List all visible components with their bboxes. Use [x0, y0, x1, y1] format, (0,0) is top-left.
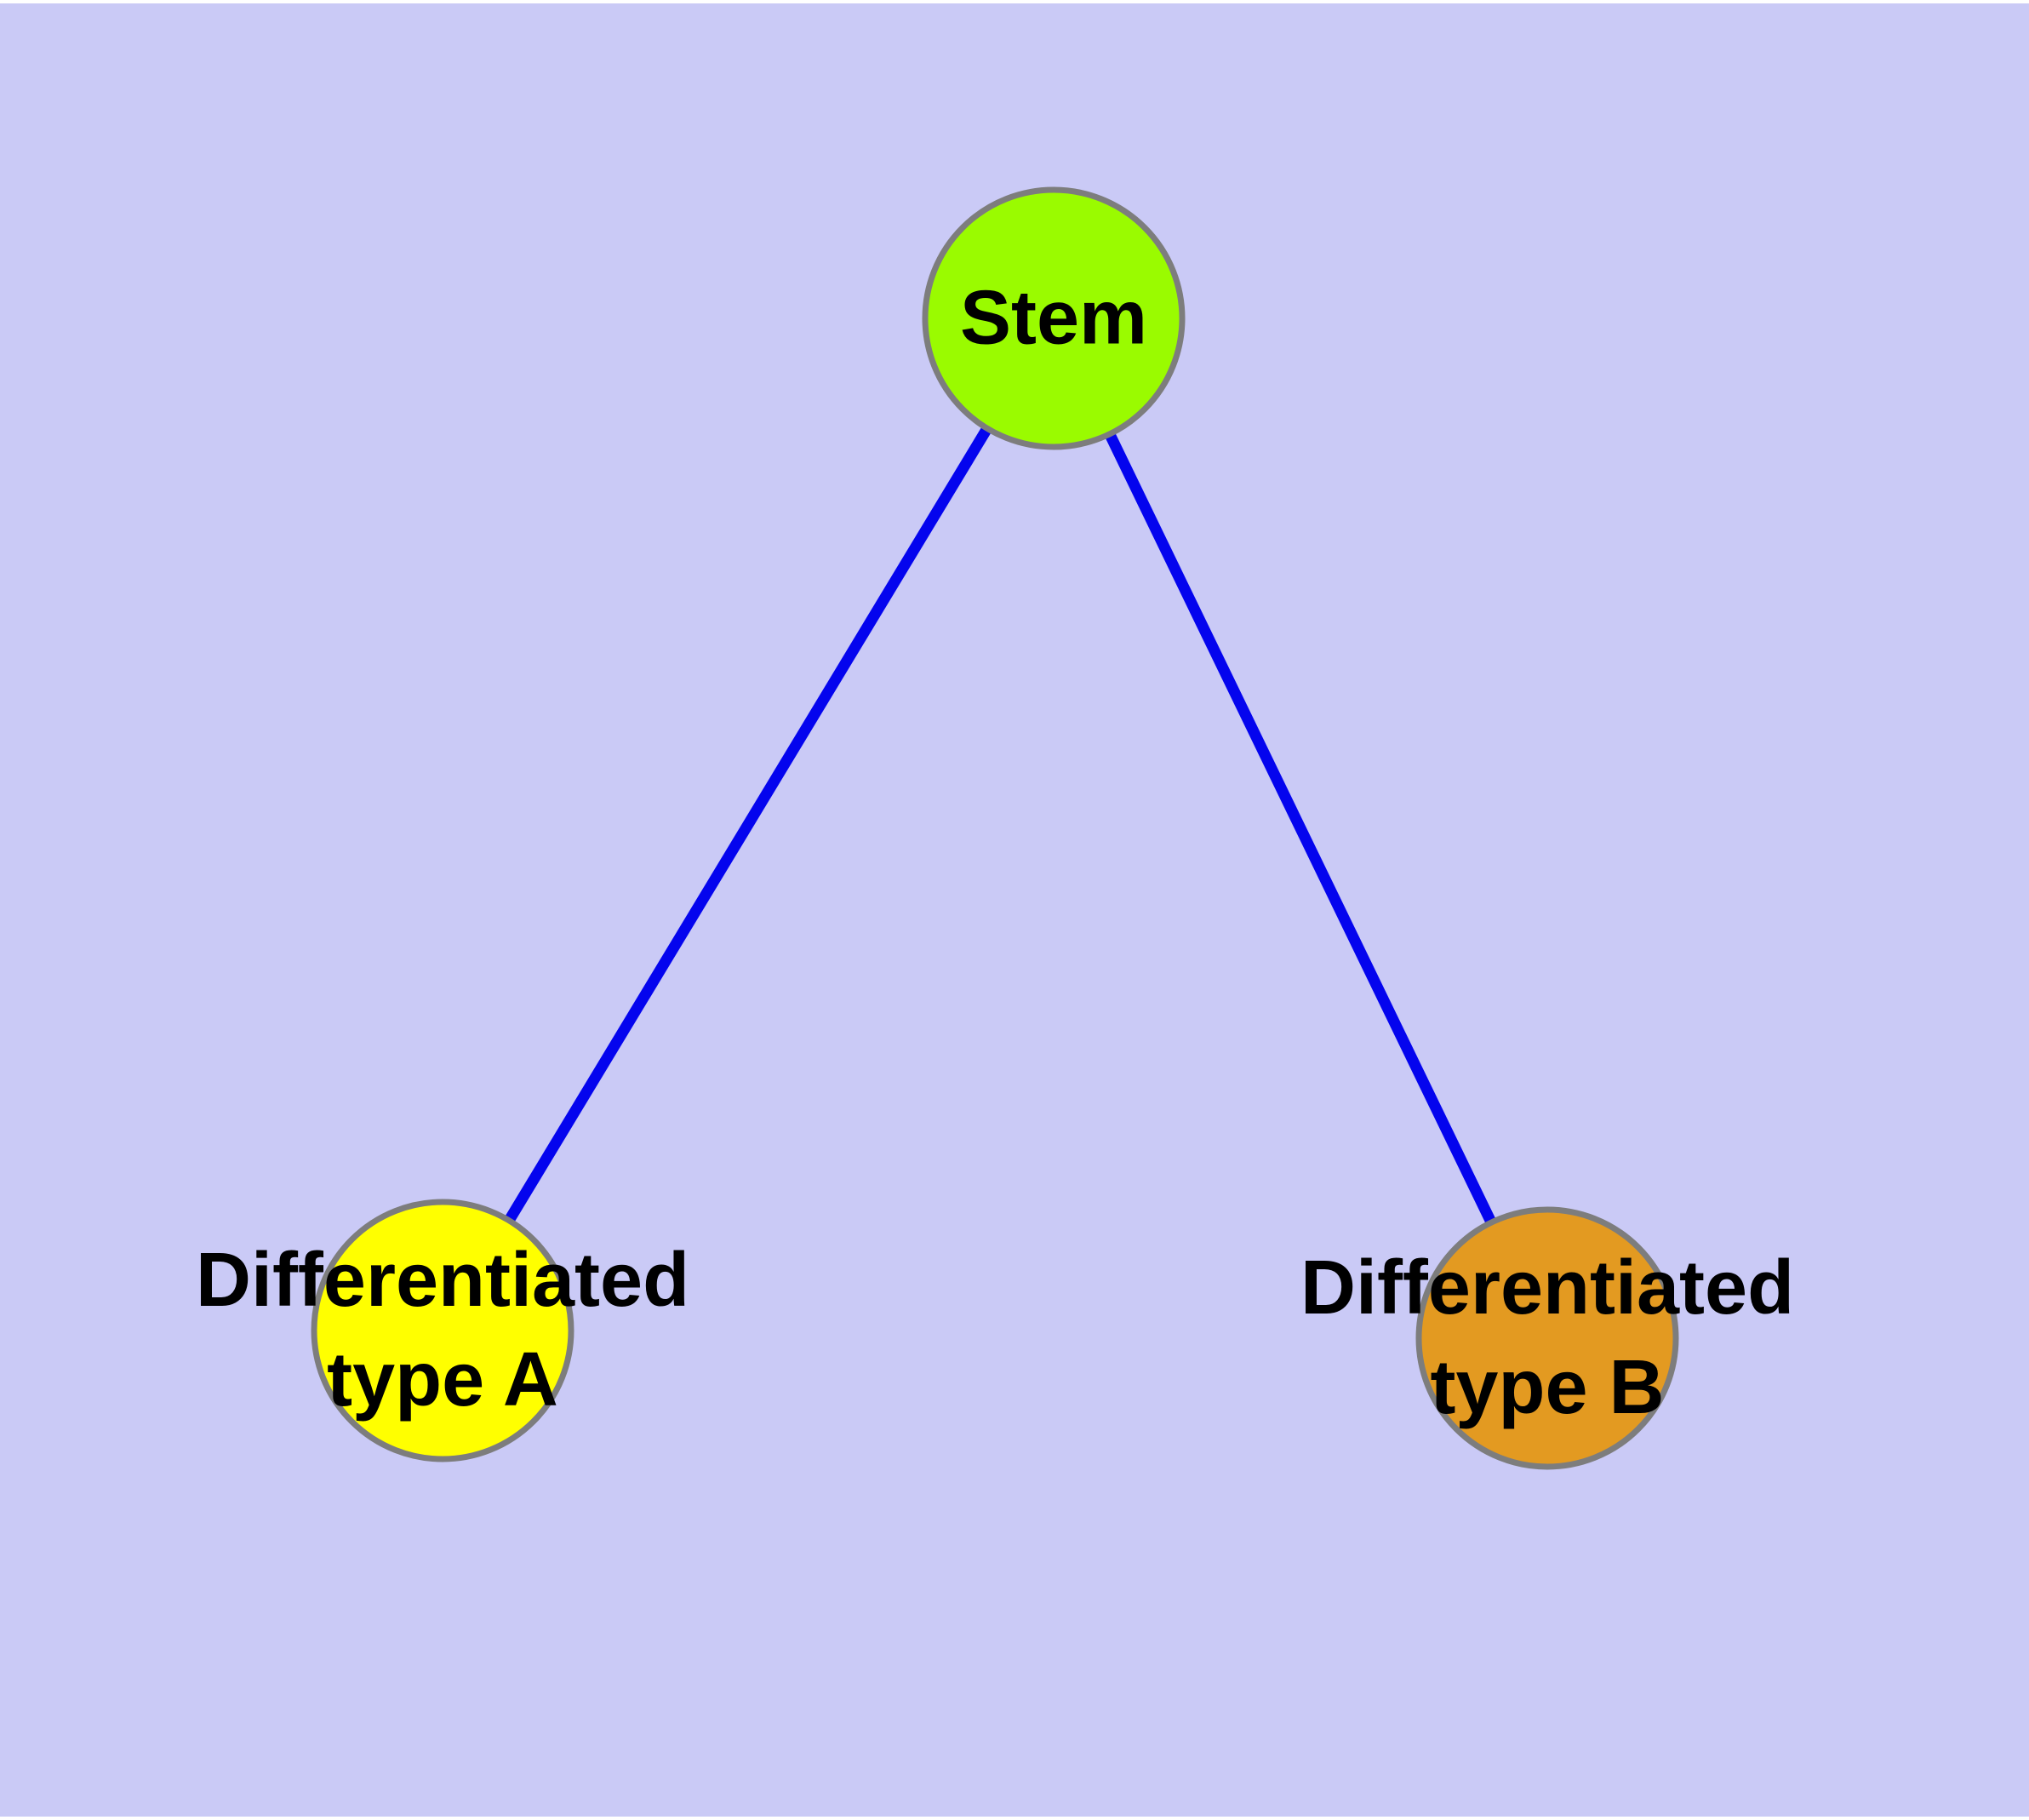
node-circle-typeA — [311, 1199, 574, 1462]
node-circle-stem — [922, 186, 1186, 450]
edge-stem-typeB — [1049, 316, 1552, 1341]
edge-stem-typeA — [437, 315, 1059, 1334]
node-circle-typeB — [1415, 1206, 1679, 1470]
